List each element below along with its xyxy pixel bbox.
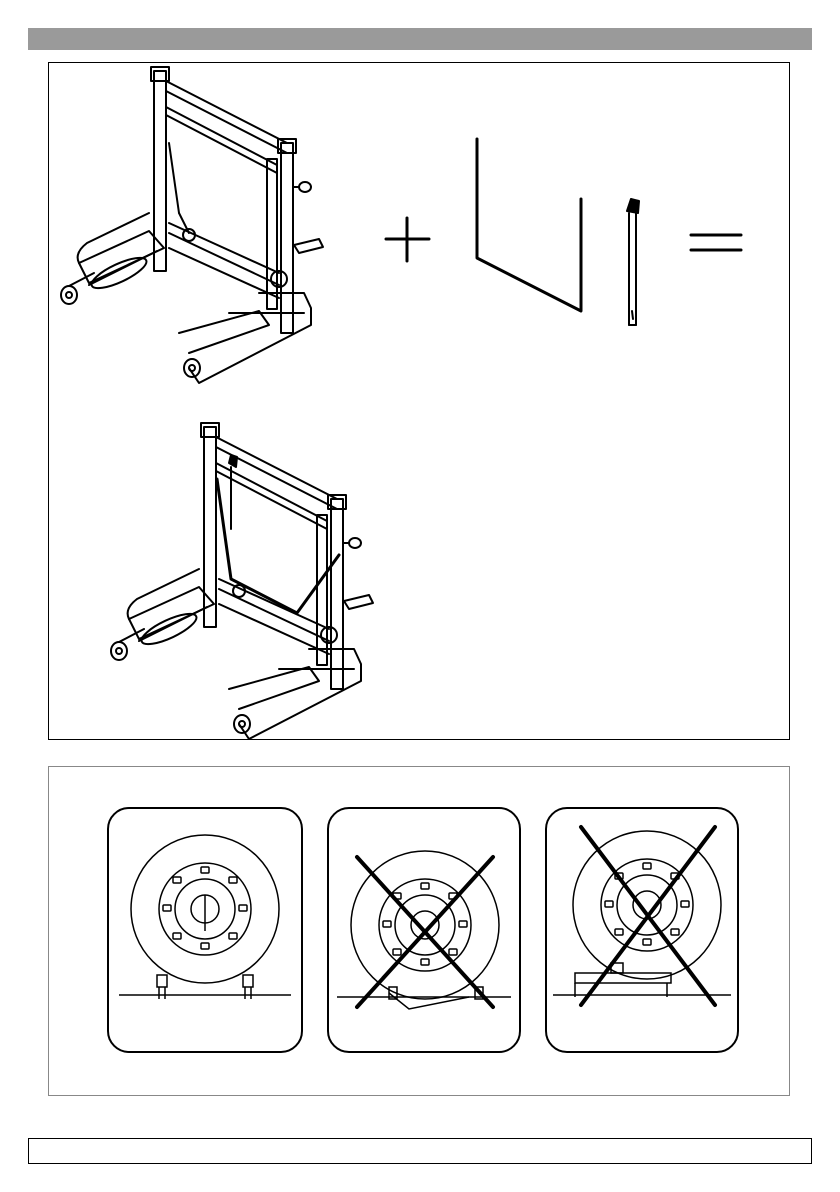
incorrect-offset-card — [545, 807, 739, 1053]
wheel-offset-icon — [547, 809, 737, 1051]
wheel-too-low-icon — [329, 809, 519, 1051]
assembly-illustration — [49, 63, 789, 739]
correct-position-card — [107, 807, 303, 1053]
plus-icon — [386, 218, 429, 261]
safety-frame-icon — [477, 139, 581, 311]
incorrect-low-card — [327, 807, 521, 1053]
assembled-dolly-icon — [111, 423, 373, 739]
handle-bar-icon — [627, 199, 639, 325]
assembly-panel — [48, 62, 790, 740]
equals-icon — [691, 235, 741, 250]
wheel-on-dolly-icon — [109, 809, 301, 1051]
positioning-panel — [48, 766, 790, 1096]
wheel-dolly-icon — [61, 67, 323, 383]
header-bar — [28, 28, 812, 50]
footer-bar — [28, 1138, 812, 1164]
